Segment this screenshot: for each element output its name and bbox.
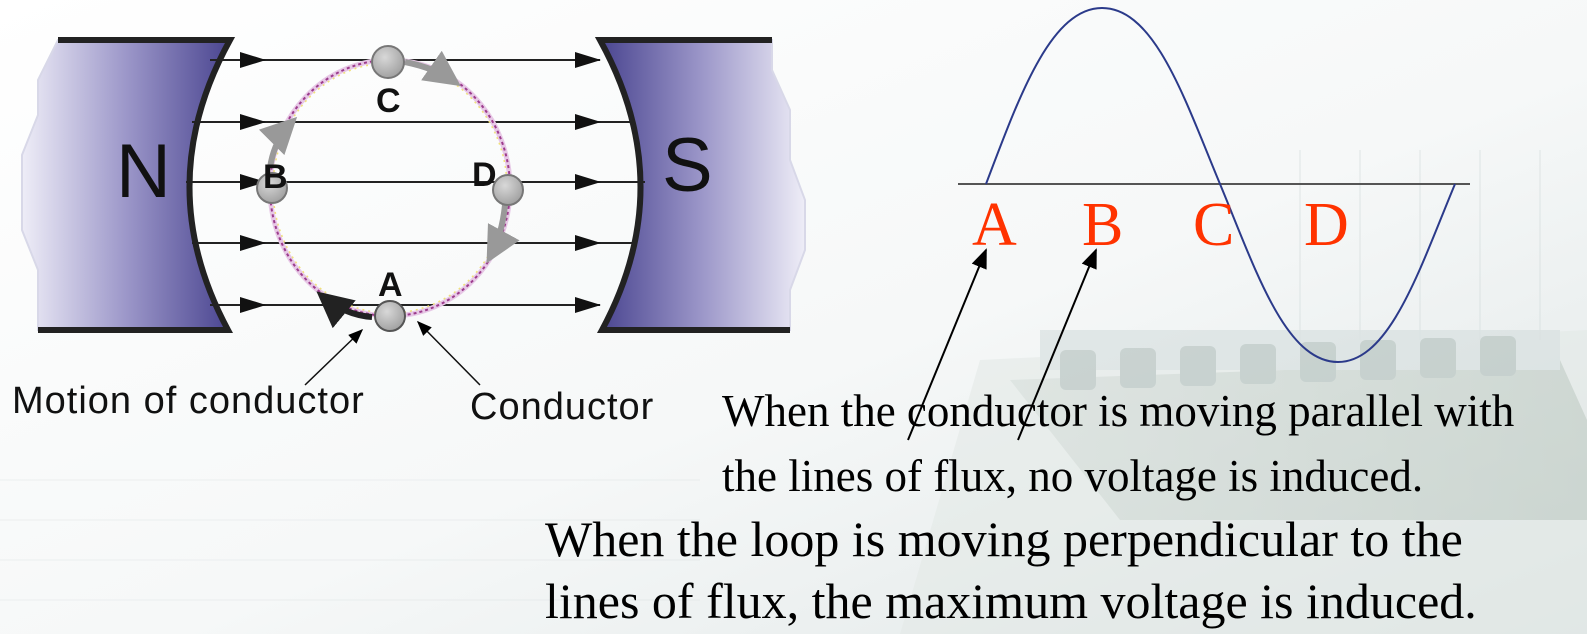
waveform-label-b: B	[1082, 190, 1123, 261]
perpendicular-text-line-1: When the loop is moving perpendicular to…	[545, 510, 1463, 568]
motion-callout-arrow	[305, 330, 362, 385]
conductor-position-c	[372, 46, 404, 78]
position-label-c: C	[376, 82, 401, 121]
parallel-text-line-1: When the conductor is moving parallel wi…	[722, 385, 1514, 437]
south-label: S	[662, 122, 713, 209]
parallel-text-line-2: the lines of flux, no voltage is induced…	[722, 450, 1423, 502]
position-label-b: B	[263, 158, 288, 197]
position-label-d: D	[472, 156, 497, 195]
waveform-label-d: D	[1304, 190, 1349, 261]
conductor-position-d	[493, 175, 523, 205]
north-label: N	[116, 128, 171, 215]
motion-of-conductor-label: Motion of conductor	[12, 380, 365, 423]
conductor-label: Conductor	[470, 386, 654, 429]
waveform-label-c: C	[1193, 190, 1234, 261]
perpendicular-text-line-2: lines of flux, the maximum voltage is in…	[545, 572, 1477, 630]
position-label-a: A	[378, 266, 403, 305]
conductor-position-a	[375, 301, 405, 331]
waveform-label-a: A	[972, 190, 1017, 261]
conductor-callout-arrow	[418, 322, 480, 385]
